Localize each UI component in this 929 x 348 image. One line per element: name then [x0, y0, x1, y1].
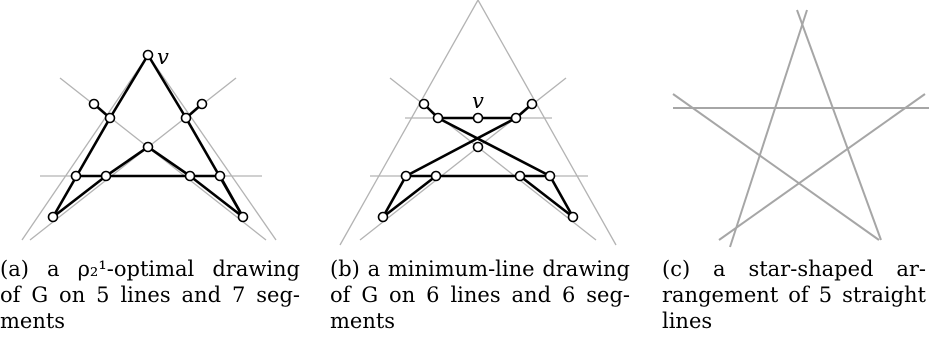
caption-line: (c) a star-shaped ar-: [662, 257, 926, 281]
caption-line: rangement of 5 straight: [662, 283, 926, 307]
caption-line: of G on 5 lines and 7 seg-: [0, 283, 300, 307]
figure-c: (c) a star-shaped ar- rangement of 5 str…: [661, 0, 929, 348]
star-line: [672, 93, 880, 241]
star-line: [796, 9, 882, 241]
support-line: [339, 0, 479, 246]
graph-vertices: [47, 49, 249, 223]
caption-b: (b) a minimum-line drawing of G on 6 lin…: [330, 256, 630, 334]
support-line: [21, 54, 149, 241]
caption-line: ments: [0, 309, 66, 333]
figure-b: v (b) a minimum-line drawing of G on 6 l…: [330, 0, 640, 348]
vertex-label-v: v: [472, 89, 484, 113]
figure-a-drawing: v: [21, 45, 277, 241]
caption-line: (b) a minimum-line drawing: [330, 257, 630, 281]
caption-line: of G on 6 lines and 6 seg-: [330, 283, 630, 307]
graph-edges: [381, 102, 575, 219]
figure-b-drawing: v: [339, 0, 617, 246]
support-line: [147, 54, 277, 241]
star-line: [729, 9, 808, 248]
figure-c-drawing: [672, 9, 929, 248]
caption-line: (a) a ρ₂¹-optimal drawing: [0, 257, 300, 281]
vertex-label-v: v: [157, 45, 169, 69]
caption-a: (a) a ρ₂¹-optimal drawing of G on 5 line…: [0, 256, 300, 334]
star-line: [718, 93, 926, 241]
figure-a: v (a) a ρ₂¹-optimal drawing of G on 5 li…: [0, 0, 310, 348]
caption-line: ments: [330, 309, 396, 333]
caption-line: lines: [662, 309, 713, 333]
support-line: [477, 0, 617, 246]
graph-edges: [51, 53, 245, 219]
caption-c: (c) a star-shaped ar- rangement of 5 str…: [662, 256, 926, 334]
graph-vertices: [377, 98, 579, 223]
